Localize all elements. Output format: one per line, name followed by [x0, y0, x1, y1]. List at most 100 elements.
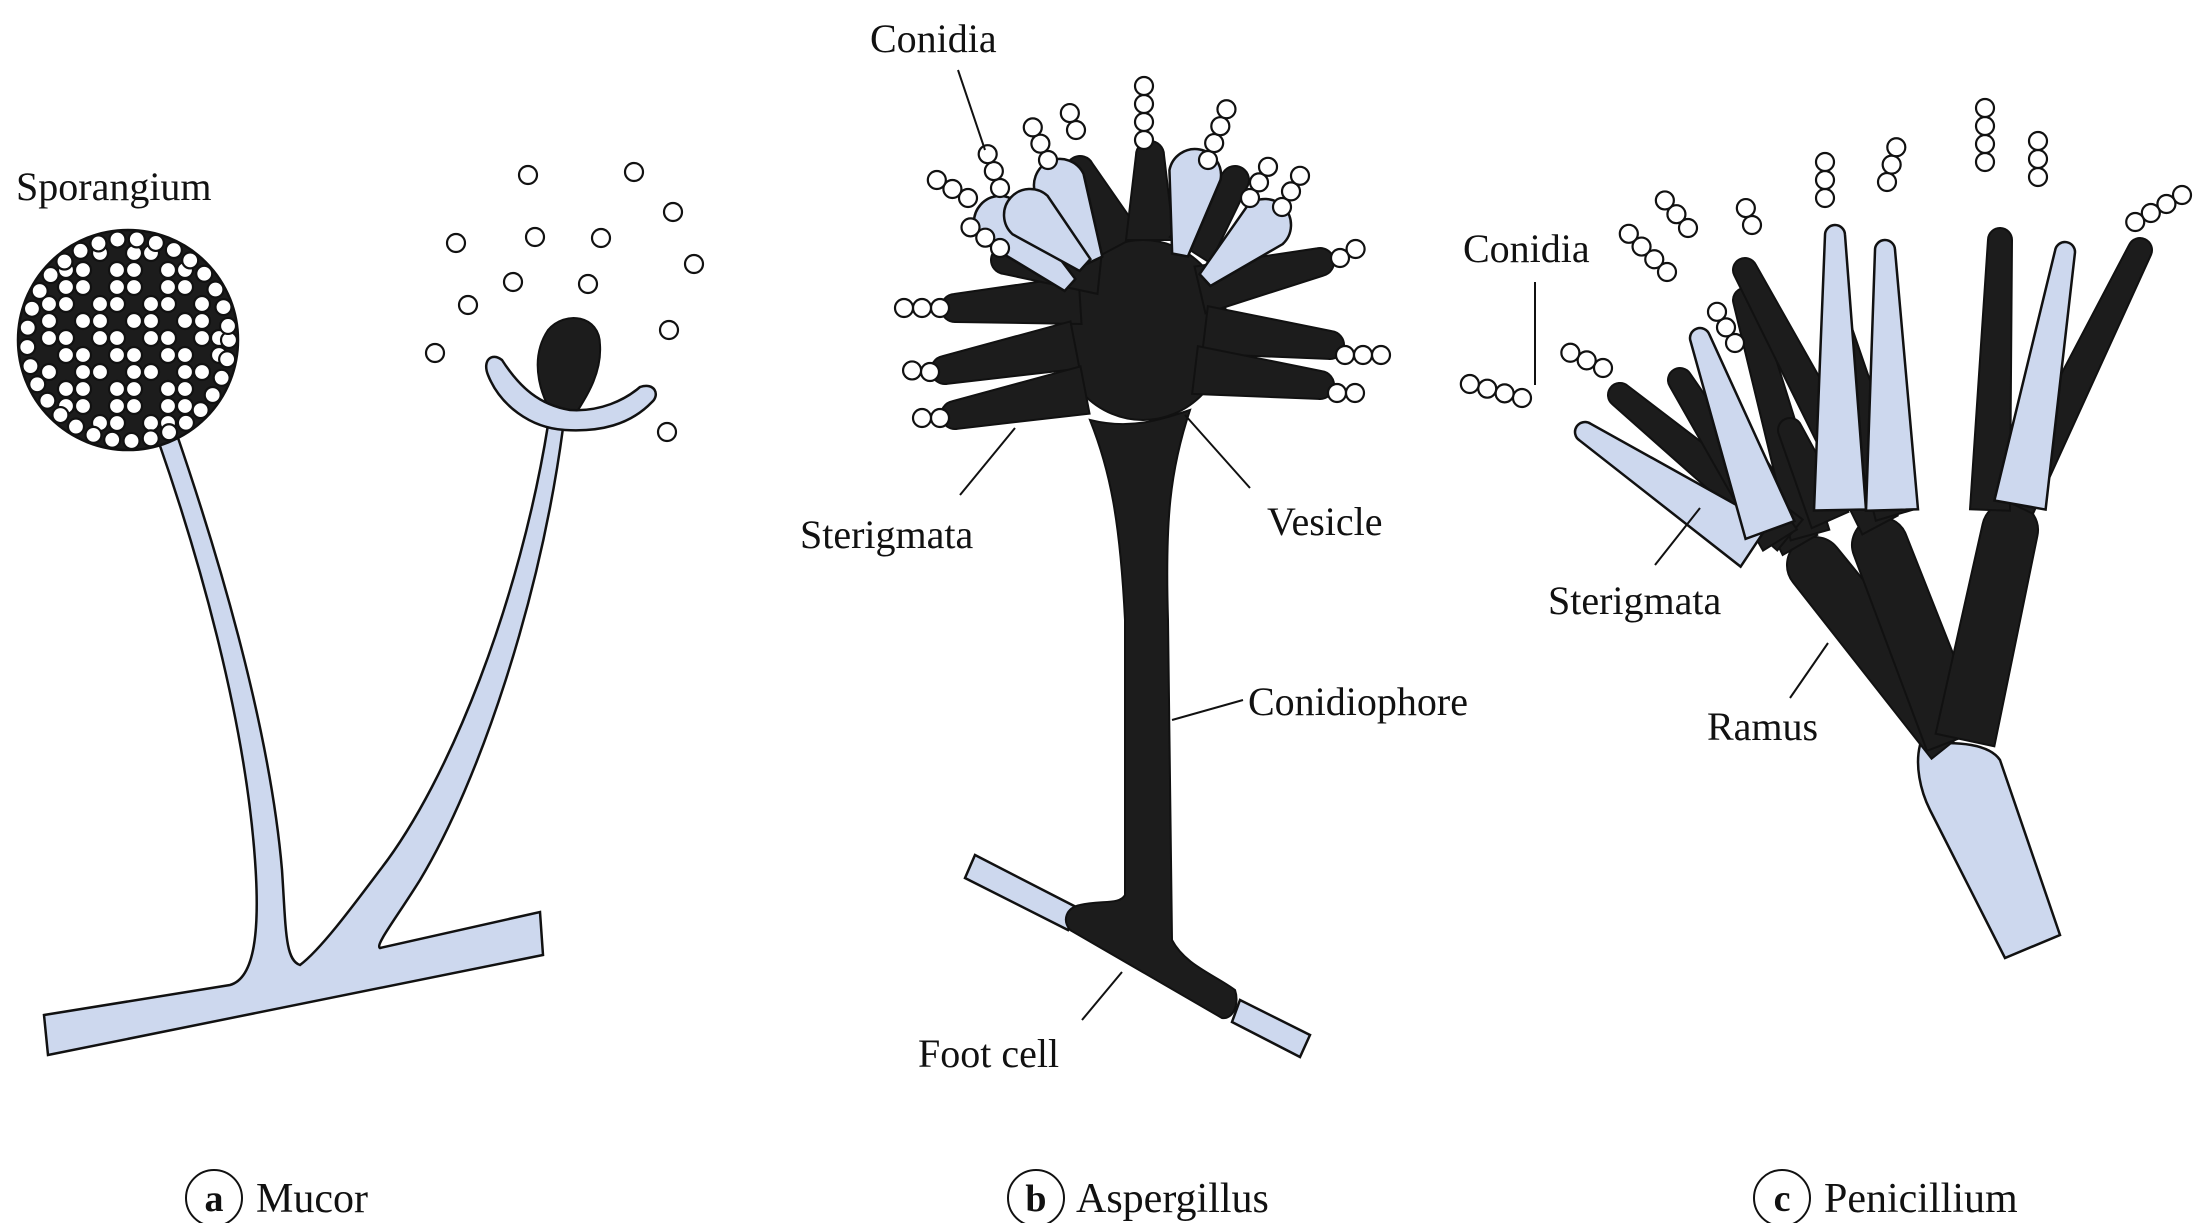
sporangiospore: [160, 262, 176, 278]
conidium: [1205, 134, 1223, 152]
sporangiospore: [41, 330, 57, 346]
conidium: [2029, 132, 2047, 150]
sporangiospore: [177, 381, 193, 397]
sporangiospore: [143, 313, 159, 329]
label-sterigmata-c: Sterigmata: [1548, 578, 1722, 623]
released-spore: [426, 344, 444, 362]
sporangiospore: [196, 266, 212, 282]
sporangiospore: [166, 242, 182, 258]
conidium: [2029, 150, 2047, 168]
sporangiospore: [182, 252, 198, 268]
conidium: [1346, 384, 1364, 402]
phialide-light: [1866, 240, 1918, 511]
sporangiospore: [20, 320, 36, 336]
mucor-hypha: [44, 425, 563, 1055]
released-spore: [592, 229, 610, 247]
sporangiospore: [58, 296, 74, 312]
conidium: [1347, 240, 1365, 258]
sporangiospore: [92, 364, 108, 380]
sporangiospore: [22, 358, 38, 374]
caption-b: b Aspergillus: [1008, 1170, 1269, 1223]
sporangiospore: [177, 279, 193, 295]
conidium: [1878, 173, 1896, 191]
conidium: [1211, 117, 1229, 135]
sporangiospore: [126, 279, 142, 295]
released-spore: [526, 228, 544, 246]
caption-b-letter: b: [1025, 1178, 1046, 1220]
sporangiospore: [75, 364, 91, 380]
leader-ramus: [1790, 643, 1828, 698]
sporangiospore: [29, 376, 45, 392]
sporangiospore: [219, 351, 235, 367]
conidium: [1461, 375, 1479, 393]
label-ramus: Ramus: [1707, 704, 1818, 749]
conidium: [1513, 389, 1531, 407]
conidium: [1976, 117, 1994, 135]
conidium: [1743, 216, 1761, 234]
conidium: [1883, 156, 1901, 174]
sporangiospore: [58, 279, 74, 295]
sporangiospore: [160, 398, 176, 414]
conidium: [913, 409, 931, 427]
label-conidia-b: Conidia: [870, 16, 997, 61]
sporangiospore: [160, 296, 176, 312]
sporangiospore: [194, 330, 210, 346]
sporangiospore: [214, 370, 230, 386]
sporangiospore: [129, 231, 145, 247]
conidium: [913, 299, 931, 317]
released-spore: [459, 296, 477, 314]
conidium: [1199, 151, 1217, 169]
rami: [1787, 502, 2038, 759]
released-spore: [660, 321, 678, 339]
sporangiospore: [143, 415, 159, 431]
sporangiospore: [160, 381, 176, 397]
sporangiospore: [143, 296, 159, 312]
sporangiospore: [56, 254, 72, 270]
sporangiospore: [58, 330, 74, 346]
conidium: [1976, 153, 1994, 171]
conidiophore: [1066, 410, 1237, 1018]
sporangiospore: [207, 282, 223, 298]
conidium: [1478, 380, 1496, 398]
conidium: [1024, 118, 1042, 136]
sporangiospore: [92, 313, 108, 329]
released-spore: [504, 273, 522, 291]
sporangiospore: [75, 398, 91, 414]
sporangiospore: [58, 381, 74, 397]
conidium: [1061, 104, 1079, 122]
label-sporangium: Sporangium: [16, 164, 212, 209]
released-spore: [519, 166, 537, 184]
aspergillus-hypha-left: [965, 855, 1078, 930]
sporangiospore: [126, 381, 142, 397]
sporangiospore: [194, 364, 210, 380]
conidium: [1737, 199, 1755, 217]
sporangiospore: [32, 283, 48, 299]
conidium: [1656, 191, 1674, 209]
panel-mucor: Sporangium: [16, 163, 703, 1055]
conidium: [1816, 189, 1834, 207]
sporangiospore: [160, 347, 176, 363]
sporangiospore: [143, 430, 159, 446]
conidium: [895, 299, 913, 317]
conidium: [1217, 100, 1235, 118]
conidium: [1135, 113, 1153, 131]
conidium: [1291, 167, 1309, 185]
label-sterigmata-b: Sterigmata: [800, 512, 974, 557]
conidium: [1561, 344, 1579, 362]
sporangiospore: [160, 279, 176, 295]
caption-a-letter: a: [205, 1178, 224, 1220]
sporangiospore: [143, 330, 159, 346]
caption-c: c Penicillium: [1754, 1170, 2018, 1223]
sporangiospore: [39, 393, 55, 409]
sporangiospore: [92, 330, 108, 346]
sporangiospore: [126, 398, 142, 414]
caption-a-name: Mucor: [256, 1176, 368, 1222]
sporangiospore: [104, 432, 120, 448]
sporangiospore: [177, 364, 193, 380]
leader-sterigmata-b: [960, 428, 1015, 495]
sporangiospore: [75, 347, 91, 363]
sporangiospore: [85, 427, 101, 443]
leader-vesicle: [1185, 415, 1250, 488]
sporangiospore: [109, 398, 125, 414]
